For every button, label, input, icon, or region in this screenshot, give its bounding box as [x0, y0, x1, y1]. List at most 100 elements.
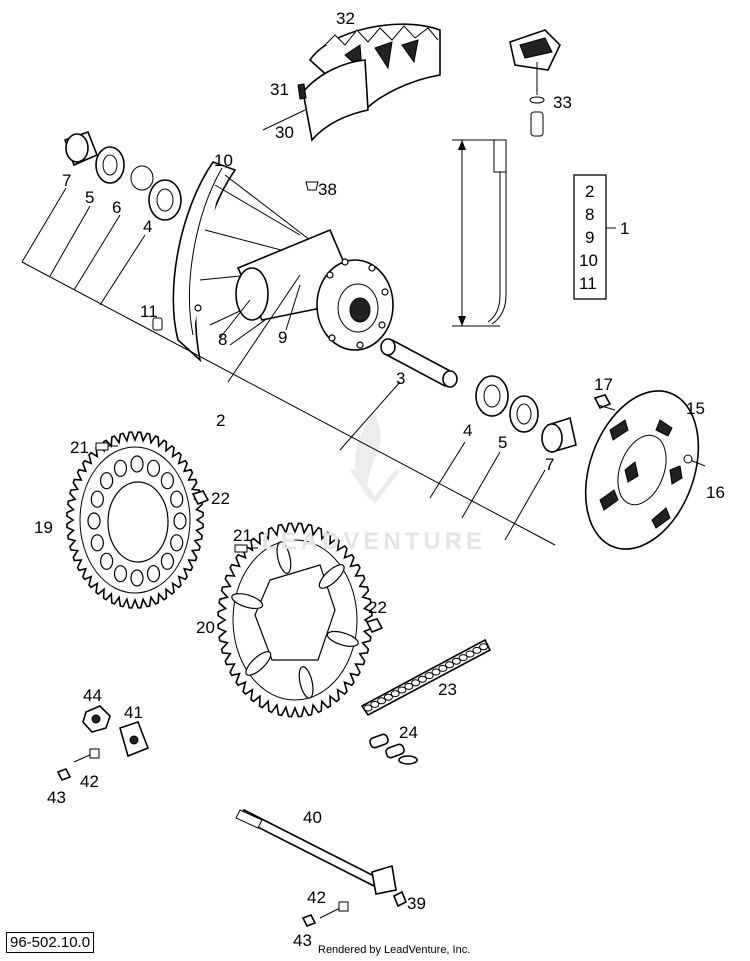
sprocket-19-lightening-hole [99, 472, 114, 490]
left-bearing-stack [63, 130, 182, 221]
callout-38: 38 [318, 180, 337, 199]
sprocket-20 [217, 522, 373, 718]
assembly-bracket-box [573, 174, 616, 300]
callout-20: 20 [196, 618, 215, 637]
callout-7-right: 7 [545, 455, 554, 474]
callout-42-bottom: 42 [307, 888, 326, 907]
axle-cap-39 [392, 890, 408, 908]
sprocket-nut-22b [365, 618, 384, 634]
callout-8: 8 [218, 330, 227, 349]
leader-lines [21, 109, 616, 546]
sprocket-19-lightening-hole [130, 569, 144, 587]
sprocket-19-lightening-hole [130, 455, 144, 473]
sprocket-19-lightening-hole [170, 490, 184, 508]
callout-17: 17 [594, 375, 613, 394]
chain-link [451, 657, 461, 665]
callout-24: 24 [399, 723, 418, 742]
callout-43-bottom: 43 [293, 931, 312, 950]
wheel-hub-with-spokes [199, 174, 394, 351]
sprocket-19-lightening-hole [113, 459, 128, 477]
chain-link [458, 654, 468, 662]
sprocket-19-lightening-hole [146, 459, 161, 477]
chain-adjuster-41 [119, 720, 150, 758]
spoke-dimension [452, 139, 507, 327]
sprocket-screw-21a [95, 442, 118, 451]
callout-9: 9 [278, 328, 287, 347]
watermark-text: LEADVENTURE [262, 528, 487, 555]
callout-23: 23 [438, 680, 457, 699]
chain-link [465, 650, 475, 658]
chain-master-link [369, 733, 418, 765]
sprocket-19-lightening-hole [99, 552, 114, 570]
chain-link [431, 668, 441, 676]
callout-21-top: 21 [70, 438, 89, 457]
wheel-rim [172, 161, 237, 363]
valve-nut-11 [152, 317, 163, 331]
callout-4-right: 4 [463, 421, 472, 440]
brake-disc [584, 390, 700, 550]
callout-5-right: 5 [498, 433, 507, 452]
callout-21-bottom: 21 [233, 526, 252, 545]
assembly-item-9: 9 [585, 228, 594, 247]
callout-19: 19 [34, 518, 53, 537]
callout-16: 16 [706, 483, 725, 502]
assembly-item-2: 2 [585, 182, 594, 201]
callout-15: 15 [686, 399, 705, 418]
assembly-item-11: 11 [579, 274, 597, 293]
sprocket-20-slot [231, 593, 264, 610]
callout-32: 32 [336, 9, 355, 28]
callout-40: 40 [303, 808, 322, 827]
sprocket-19-lightening-hole [113, 565, 128, 583]
chain-link [404, 682, 414, 690]
callout-labels: 32 31 30 33 7 5 6 4 10 38 11 8 9 2 3 4 5… [34, 9, 725, 950]
adjuster-nut-43a [56, 767, 72, 782]
chain-link [438, 664, 448, 672]
sprocket-19-lightening-hole [170, 534, 184, 552]
adjuster-screw-42a [73, 748, 100, 763]
callout-3: 3 [396, 369, 405, 388]
callout-44: 44 [83, 686, 102, 705]
sprocket-19-lightening-hole [160, 472, 174, 490]
adjuster-nut-43b [301, 913, 317, 928]
sprocket-19-lightening-hole [146, 565, 161, 583]
chain-link [363, 704, 373, 712]
sprocket-nut-22a [191, 490, 210, 506]
chain-link [390, 690, 400, 698]
sprocket-19 [66, 431, 204, 609]
callout-39: 39 [407, 894, 426, 913]
sprocket-19-lightening-hole [90, 490, 104, 508]
callout-43-top: 43 [47, 788, 66, 807]
rear-axle [235, 808, 397, 895]
callout-11: 11 [140, 302, 158, 321]
callout-41: 41 [124, 703, 143, 722]
credit-text: Rendered by LeadVenture, Inc. [318, 944, 471, 956]
sprocket-19-lightening-hole [87, 512, 101, 530]
sprocket-20-slot [326, 630, 359, 647]
sprocket-20-slot [276, 541, 292, 574]
chain-link [397, 686, 407, 694]
assembly-label-1: 1 [620, 219, 629, 238]
callout-33: 33 [553, 93, 572, 112]
chain-link [370, 700, 380, 708]
sprocket-20-slot [245, 651, 272, 676]
callout-30: 30 [275, 123, 294, 142]
chain-link [424, 672, 434, 680]
chain-link [479, 643, 489, 651]
disc-screw-16 [683, 454, 706, 467]
sprocket-19-lightening-hole [160, 552, 174, 570]
chain-link [383, 693, 393, 701]
callout-4-left: 4 [143, 217, 152, 236]
callout-5-left: 5 [85, 188, 94, 207]
assembly-item-10: 10 [579, 251, 598, 270]
hub-spacer-tube [380, 338, 458, 388]
callout-22-top: 22 [211, 489, 230, 508]
sprocket-screw-21b [234, 544, 258, 553]
sprocket-19-lightening-hole [173, 512, 187, 530]
callout-6: 6 [112, 198, 121, 217]
callout-42-top: 42 [80, 772, 99, 791]
sprocket-20-slot [318, 564, 345, 589]
callout-7-left: 7 [62, 171, 71, 190]
diagram-code: 96-502.10.0 [6, 932, 95, 953]
